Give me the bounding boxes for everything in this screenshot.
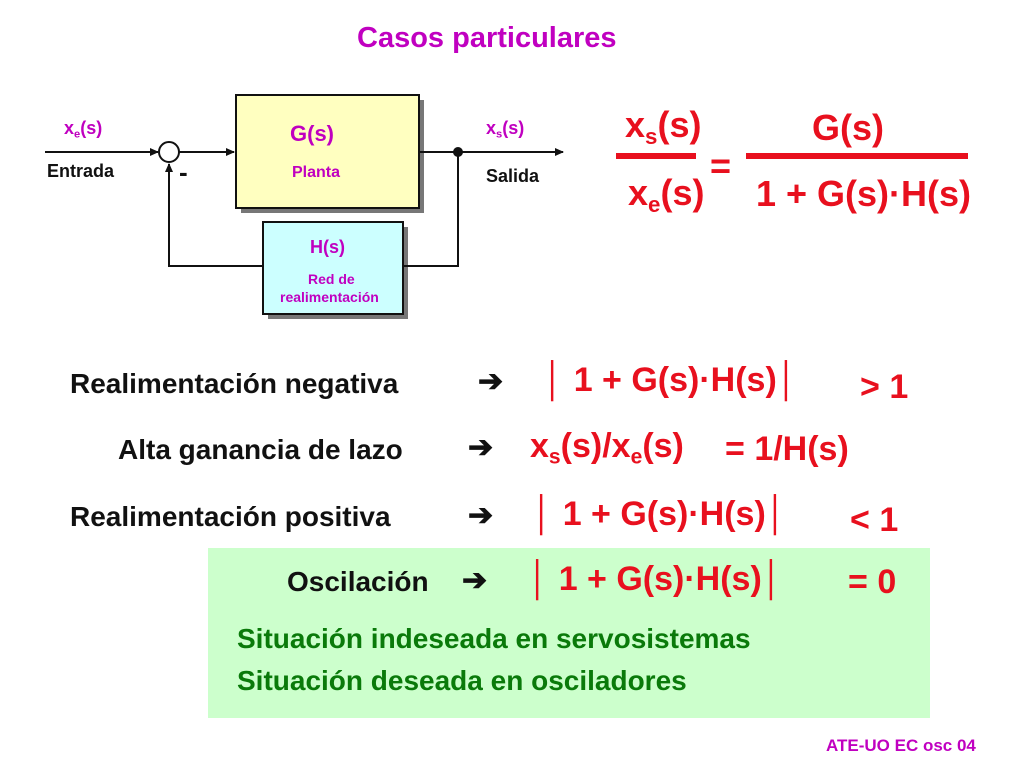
case-oscillation-label: Oscilación (287, 566, 429, 597)
output-label: Salida (486, 166, 540, 186)
tf-rhs-fraction-bar (746, 153, 968, 159)
case-negative-label: Realimentación negativa (70, 368, 399, 399)
case-high-gain-label: Alta ganancia de lazo (118, 434, 403, 465)
tf-rhs-numerator: G(s) (812, 107, 884, 148)
tf-equals: = (710, 145, 732, 186)
plant-name: G(s) (290, 121, 334, 146)
case-negative-relation: > 1 (860, 368, 909, 406)
case-negative-expr: │ 1 + G(s)·H(s)│ (543, 361, 799, 399)
case-positive-label: Realimentación positiva (70, 501, 391, 532)
tf-lhs-numerator: xs(s) (625, 104, 702, 150)
oscillation-note-2: Situación deseada en osciladores (237, 665, 687, 696)
arrow-icon: ➔ (462, 564, 488, 597)
tf-lhs-denominator: xe(s) (628, 172, 705, 218)
footer-label: ATE-UO EC osc 04 (826, 736, 976, 755)
feedback-label-line2: realimentación (280, 289, 379, 305)
oscillation-box (208, 548, 930, 718)
feedback-label-line1: Red de (308, 271, 355, 287)
case-oscillation-relation: = 0 (848, 563, 897, 601)
input-label: Entrada (47, 161, 115, 181)
tf-lhs-fraction-bar (616, 153, 696, 159)
case-high-gain-relation: = 1/H(s) (725, 430, 849, 468)
summing-junction (158, 141, 180, 163)
feedback-path-left (165, 163, 263, 267)
feedback-name: H(s) (310, 237, 345, 257)
oscillation-note-1: Situación indeseada en servosistemas (237, 623, 751, 654)
page-title: Casos particulares (357, 22, 617, 54)
feedback-path-right (403, 152, 459, 267)
tf-rhs-denominator: 1 + G(s)·H(s) (756, 173, 972, 214)
plant-label: Planta (292, 164, 341, 181)
arrow-icon: ➔ (478, 365, 504, 398)
block-diagram (45, 94, 564, 319)
case-oscillation-expr: │ 1 + G(s)·H(s)│ (528, 560, 784, 598)
arrow-icon: ➔ (468, 499, 494, 532)
case-high-gain-ratio: xs(s)/xe(s) (530, 427, 684, 469)
arrow-icon: ➔ (468, 431, 494, 464)
case-positive-expr: │ 1 + G(s)·H(s)│ (532, 495, 788, 533)
plant-block (235, 94, 420, 209)
output-signal-label: xs(s) (486, 118, 525, 141)
case-positive-relation: < 1 (850, 501, 899, 539)
input-signal-label: xe(s) (64, 118, 103, 141)
minus-sign: - (179, 157, 188, 187)
feedback-block (262, 221, 404, 315)
